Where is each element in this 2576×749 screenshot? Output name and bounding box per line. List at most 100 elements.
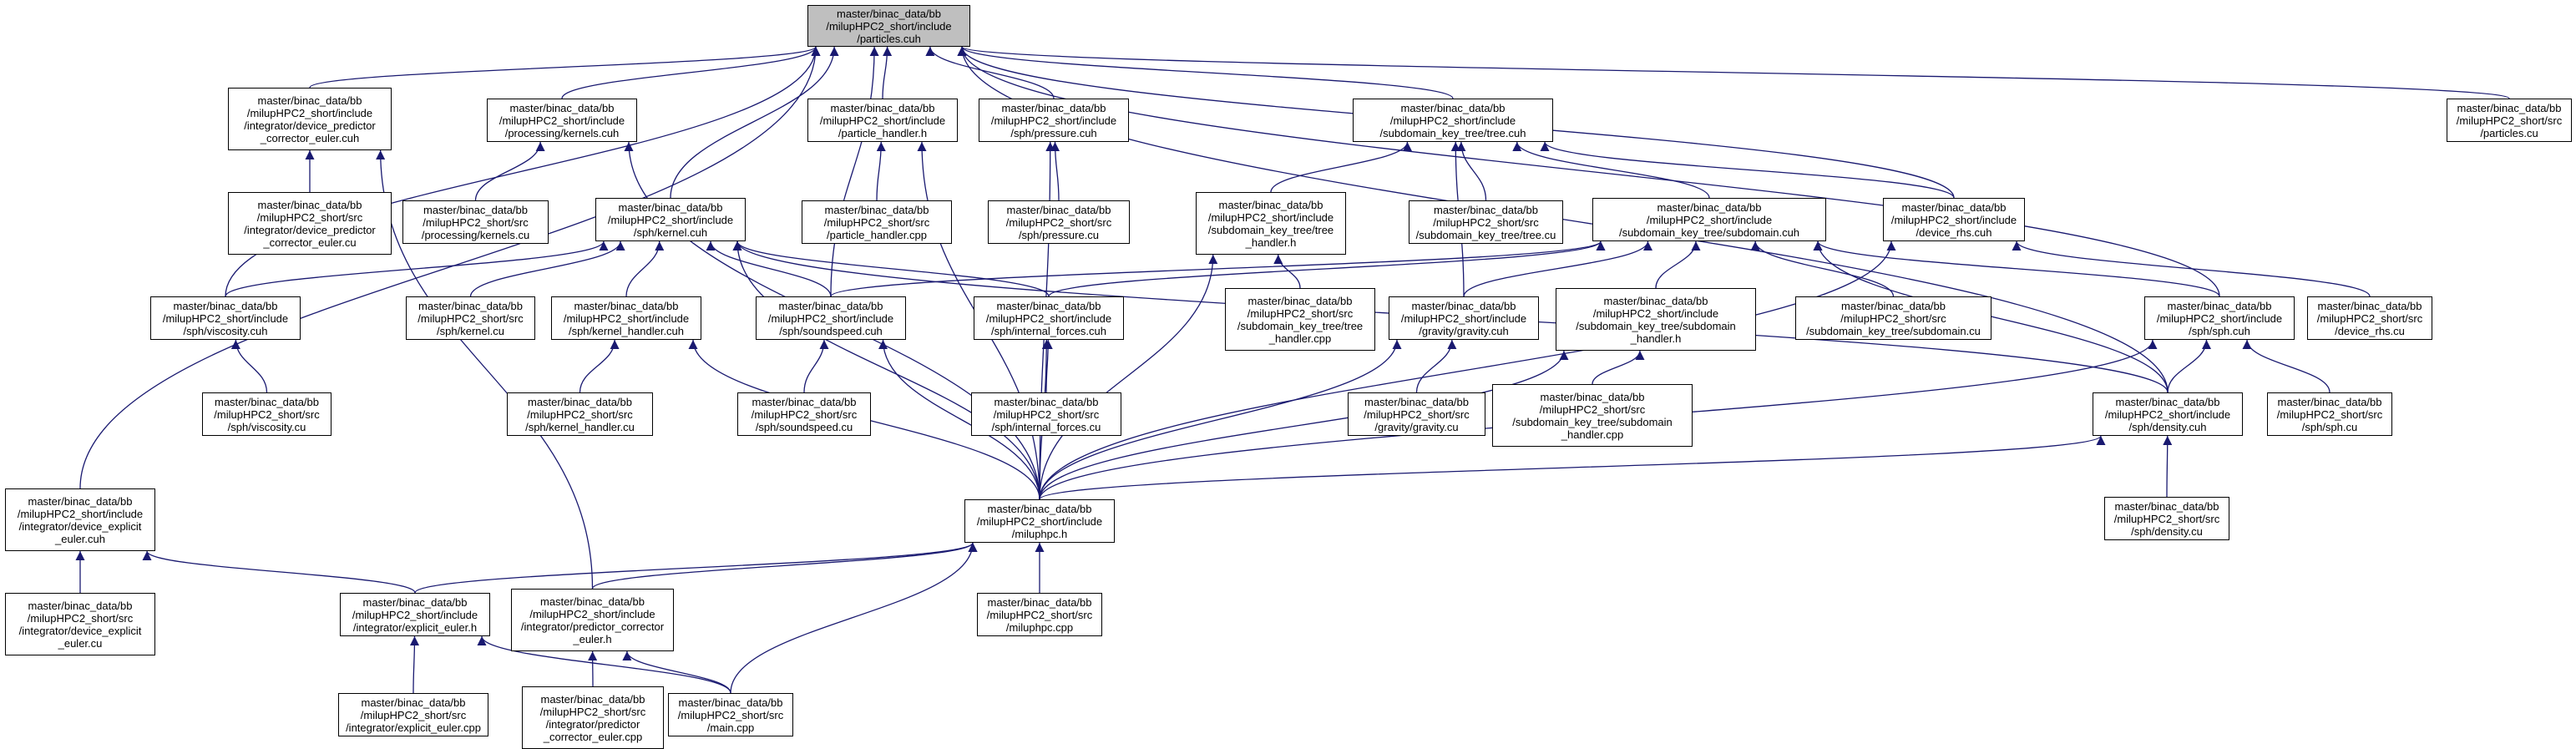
edge-src-main-cpp-to-explicit-euler-h	[477, 635, 731, 694]
node-label-line: master/binac_data/bb	[539, 595, 645, 608]
node-label-line: master/binac_data/bb	[2115, 395, 2220, 408]
node-label-line: master/binac_data/bb	[1433, 203, 1539, 216]
node-tree-handler-h[interactable]: master/binac_data/bb/milupHPC2_short/inc…	[1196, 192, 1346, 255]
node-src-processing-kernels-cu[interactable]: master/binac_data/bb/milupHPC2_short/src…	[402, 200, 549, 244]
node-sph-density-cuh[interactable]: master/binac_data/bb/milupHPC2_short/inc…	[2093, 392, 2243, 436]
node-gravity-cuh[interactable]: master/binac_data/bb/milupHPC2_short/inc…	[1389, 296, 1539, 340]
node-label-line: /milupHPC2_short/include	[563, 311, 690, 325]
node-label-line: /sph/internal_forces.cuh	[990, 324, 1107, 337]
node-label-line: /subdomain_key_tree/subdomain.cu	[1806, 324, 1981, 337]
node-src-sph-density-cu[interactable]: master/binac_data/bb/milupHPC2_short/src…	[2104, 497, 2229, 540]
node-label-line: /milupHPC2_short/src	[1247, 306, 1354, 320]
node-src-explicit-euler-cpp[interactable]: master/binac_data/bb/milupHPC2_short/src…	[338, 693, 488, 736]
node-label-line: /sph/pressure.cu	[1018, 228, 1100, 241]
edge-src-main-cpp-to-miluphpc-h	[730, 542, 978, 694]
edge-src-sph-viscosity-cu-to-sph-viscosity-cuh	[230, 339, 268, 393]
node-sph-pressure-cuh[interactable]: master/binac_data/bb/milupHPC2_short/inc…	[979, 99, 1129, 142]
node-src-device-predictor-corrector-euler-cu[interactable]: master/binac_data/bb/milupHPC2_short/src…	[228, 192, 392, 255]
edge-gravity-cuh-to-subdomain-cuh	[1463, 240, 1652, 297]
node-src-sph-internal-forces-cu[interactable]: master/binac_data/bb/milupHPC2_short/src…	[971, 392, 1121, 436]
node-label-line: master/binac_data/bb	[1218, 198, 1323, 211]
node-label-line: /milupHPC2_short/include	[985, 311, 1112, 325]
node-label-line: master/binac_data/bb	[996, 299, 1101, 312]
node-src-sph-kernel-cu[interactable]: master/binac_data/bb/milupHPC2_short/src…	[406, 296, 535, 340]
node-label-line: master/binac_data/bb	[2167, 299, 2272, 312]
node-label-line: /integrator/explicit_euler.h	[352, 620, 478, 634]
node-label-line: master/binac_data/bb	[527, 395, 633, 408]
edge-miluphpc-h-to-subdomain-handler-h	[1039, 350, 1569, 500]
node-src-device-explicit-euler-cu[interactable]: master/binac_data/bb/milupHPC2_short/src…	[5, 593, 155, 655]
node-label-line: /milupHPC2_short/src	[2316, 311, 2423, 325]
node-sph-sph-cuh[interactable]: master/binac_data/bb/milupHPC2_short/inc…	[2144, 296, 2295, 340]
node-subdomain-cuh[interactable]: master/binac_data/bb/milupHPC2_short/inc…	[1592, 198, 1826, 241]
node-label-line: /milupHPC2_short/include	[246, 106, 373, 119]
node-label-line: /milupHPC2_short/src	[214, 407, 320, 421]
node-device-explicit-euler-cuh[interactable]: master/binac_data/bb/milupHPC2_short/inc…	[5, 488, 155, 551]
node-label-line: /milupHPC2_short/include	[1389, 114, 1516, 127]
edge-miluphpc-h-to-gravity-cuh	[1039, 339, 1402, 500]
node-sph-kernel-cuh[interactable]: master/binac_data/bb/milupHPC2_short/inc…	[595, 198, 746, 241]
edge-tree-cuh-to-particles-cuh	[957, 46, 1454, 99]
node-src-miluphpc-cpp[interactable]: master/binac_data/bb/milupHPC2_short/src…	[977, 593, 1102, 636]
node-label-line: /subdomain_key_tree/subdomain.cuh	[1618, 225, 1800, 239]
edge-sph-kernel-cuh-to-particles-cuh	[670, 46, 839, 199]
node-label-line: master/binac_data/bb	[2114, 499, 2219, 513]
node-processing-kernels-cuh[interactable]: master/binac_data/bb/milupHPC2_short/inc…	[487, 99, 637, 142]
node-label-line: master/binac_data/bb	[361, 696, 466, 709]
node-src-sph-pressure-cu[interactable]: master/binac_data/bb/milupHPC2_short/src…	[988, 200, 1130, 244]
node-sph-viscosity-cuh[interactable]: master/binac_data/bb/milupHPC2_short/inc…	[150, 296, 301, 340]
node-src-predictor-corrector-euler-cpp[interactable]: master/binac_data/bb/milupHPC2_short/src…	[522, 686, 664, 749]
node-src-sph-sph-cu[interactable]: master/binac_data/bb/milupHPC2_short/src…	[2267, 392, 2392, 436]
node-miluphpc-h[interactable]: master/binac_data/bb/milupHPC2_short/inc…	[964, 499, 1115, 543]
node-device-rhs-cuh[interactable]: master/binac_data/bb/milupHPC2_short/inc…	[1883, 198, 2025, 241]
node-label-line: /particle_handler.cpp	[827, 228, 927, 241]
node-particles-cuh[interactable]: master/binac_data/bb/milupHPC2_short/inc…	[807, 5, 970, 47]
node-src-tree-cu[interactable]: master/binac_data/bb/milupHPC2_short/src…	[1409, 200, 1563, 244]
node-sph-soundspeed-cuh[interactable]: master/binac_data/bb/milupHPC2_short/inc…	[756, 296, 906, 340]
edge-sph-pressure-cuh-to-particles-cuh	[925, 46, 1055, 99]
node-label-line: master/binac_data/bb	[362, 595, 468, 609]
node-subdomain-handler-h[interactable]: master/binac_data/bb/milupHPC2_short/inc…	[1556, 288, 1756, 351]
node-src-device-rhs-cu[interactable]: master/binac_data/bb/milupHPC2_short/src…	[2307, 296, 2432, 340]
edge-sph-internal-forces-cuh-to-sph-kernel-cuh	[732, 240, 1050, 297]
node-src-particle-handler-cpp[interactable]: master/binac_data/bb/milupHPC2_short/src…	[802, 200, 952, 244]
node-label-line: /sph/density.cu	[2131, 524, 2203, 538]
edge-sph-soundspeed-cuh-to-sph-kernel-cuh	[706, 240, 832, 297]
node-sph-internal-forces-cuh[interactable]: master/binac_data/bb/milupHPC2_short/inc…	[974, 296, 1124, 340]
node-sph-kernel-handler-cuh[interactable]: master/binac_data/bb/milupHPC2_short/inc…	[551, 296, 701, 340]
node-label-line: /sph/viscosity.cu	[227, 420, 306, 433]
edge-miluphpc-h-to-sph-kernel-cuh	[732, 240, 1040, 500]
node-label-line: /subdomain_key_tree/subdomain	[1576, 319, 1736, 332]
node-particle-handler-h[interactable]: master/binac_data/bb/milupHPC2_short/inc…	[807, 99, 958, 142]
edge-src-device-rhs-cu-to-device-rhs-cuh	[2012, 240, 2371, 297]
node-label-line: /milupHPC2_short/src	[1539, 402, 1646, 416]
node-src-subdomain-cu[interactable]: master/binac_data/bb/milupHPC2_short/src…	[1795, 296, 1991, 340]
node-src-main-cpp[interactable]: master/binac_data/bb/milupHPC2_short/src…	[668, 693, 793, 736]
node-label-line: master/binac_data/bb	[836, 7, 942, 20]
node-label-line: master/binac_data/bb	[1400, 101, 1506, 114]
node-explicit-euler-h[interactable]: master/binac_data/bb/milupHPC2_short/inc…	[340, 593, 490, 636]
node-src-sph-soundspeed-cu[interactable]: master/binac_data/bb/milupHPC2_short/src…	[737, 392, 871, 436]
node-device-predictor-corrector-euler-cuh[interactable]: master/binac_data/bb/milupHPC2_short/inc…	[228, 88, 392, 150]
edge-sph-density-cuh-to-sph-sph-cuh	[2167, 339, 2211, 393]
node-src-tree-handler-cpp[interactable]: master/binac_data/bb/milupHPC2_short/src…	[1225, 288, 1375, 351]
node-label-line: master/binac_data/bb	[994, 395, 1099, 408]
node-src-subdomain-handler-cpp[interactable]: master/binac_data/bb/milupHPC2_short/src…	[1492, 384, 1693, 447]
edge-device-rhs-cuh-to-tree-cuh	[1540, 141, 1955, 199]
node-label-line: master/binac_data/bb	[2457, 101, 2562, 114]
node-label-line: master/binac_data/bb	[1657, 200, 1762, 214]
edge-src-sph-sph-cu-to-sph-sph-cuh	[2242, 339, 2331, 393]
node-label-line: /milupHPC2_short/src	[360, 708, 467, 721]
node-tree-cuh[interactable]: master/binac_data/bb/milupHPC2_short/inc…	[1353, 99, 1553, 142]
edge-explicit-euler-h-to-miluphpc-h	[414, 542, 978, 594]
node-src-sph-kernel-handler-cu[interactable]: master/binac_data/bb/milupHPC2_short/src…	[507, 392, 653, 436]
node-src-sph-viscosity-cu[interactable]: master/binac_data/bb/milupHPC2_short/src…	[202, 392, 331, 436]
node-src-gravity-cu[interactable]: master/binac_data/bb/milupHPC2_short/src…	[1348, 392, 1485, 436]
node-predictor-corrector-euler-h[interactable]: master/binac_data/bb/milupHPC2_short/inc…	[511, 589, 674, 651]
node-src-particles-cu[interactable]: master/binac_data/bb/milupHPC2_short/src…	[2447, 99, 2572, 142]
node-label-line: /milupHPC2_short/src	[1005, 215, 1112, 229]
edge-sph-sph-cuh-to-particles-cuh	[957, 46, 2220, 297]
node-label-line: /gravity/gravity.cuh	[1419, 324, 1509, 337]
node-label-line: master/binac_data/bb	[173, 299, 278, 312]
node-label-line: /miluphpc.h	[1011, 527, 1068, 540]
